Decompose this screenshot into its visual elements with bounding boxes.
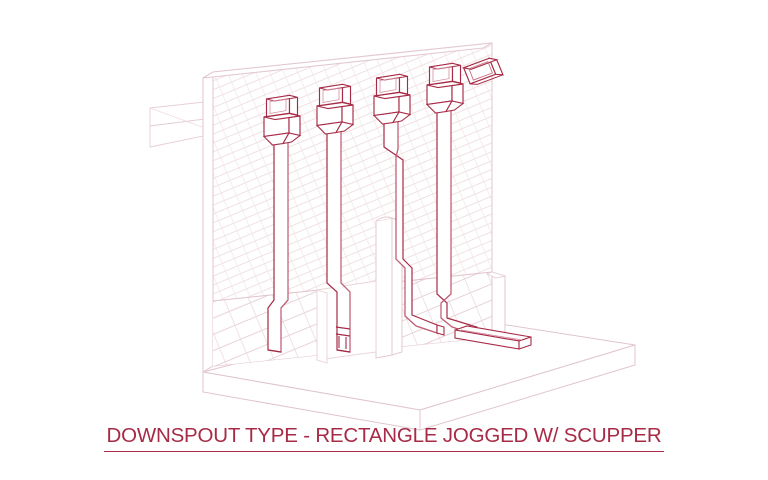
scupper-box-detail (461, 57, 504, 85)
downspout-1 (263, 94, 301, 353)
drawing-title: DOWNSPOUT TYPE - RECTANGLE JOGGED W/ SCU… (104, 424, 664, 452)
downspout-3 (373, 73, 445, 336)
splash-block (454, 325, 532, 350)
downspout-2 (316, 83, 354, 353)
caption: DOWNSPOUT TYPE - RECTANGLE JOGGED W/ SCU… (0, 424, 768, 452)
cleanout-fitting (335, 326, 351, 349)
roof-canopy (149, 100, 214, 148)
